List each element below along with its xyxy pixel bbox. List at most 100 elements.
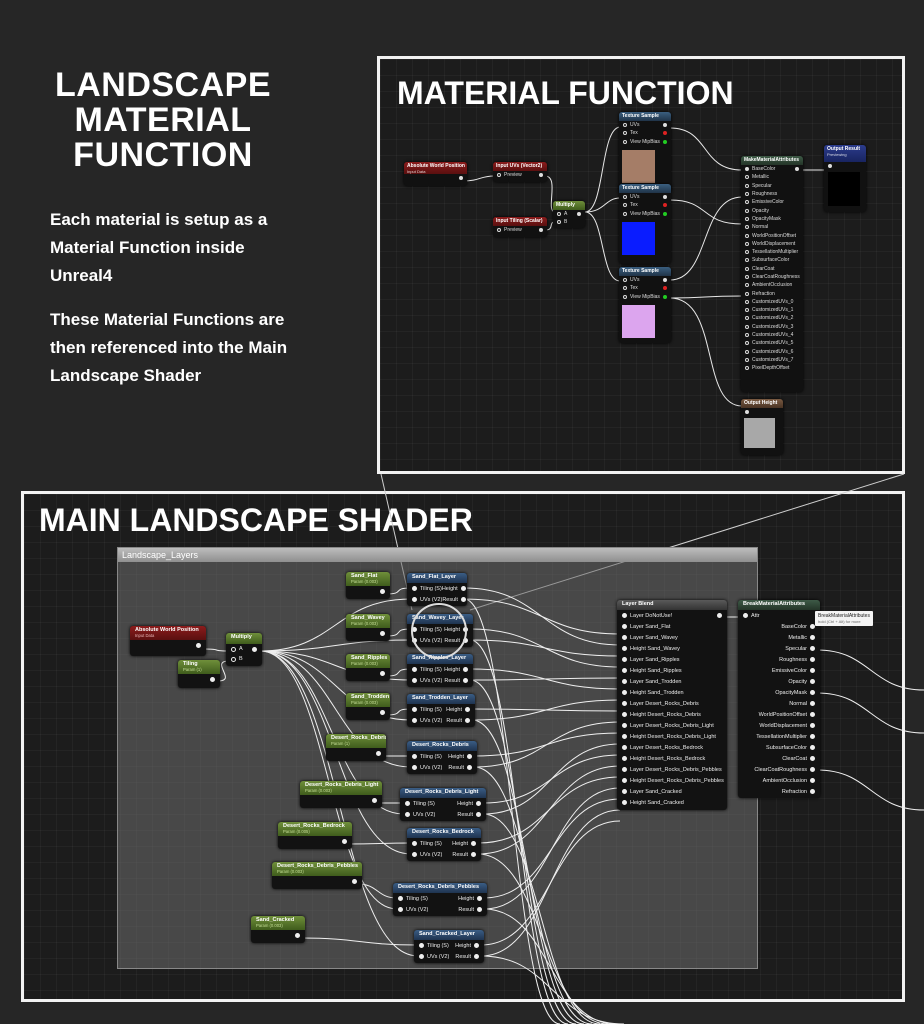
output-pin[interactable]: [810, 701, 815, 706]
output-pin[interactable]: [380, 670, 385, 676]
input-pin[interactable]: [622, 800, 627, 805]
mf-input-tiling-node[interactable]: Input Tiling (Scalar) Preview: [493, 217, 547, 237]
output-pin[interactable]: [342, 838, 347, 844]
input-pin[interactable]: [412, 707, 417, 712]
output-pin[interactable]: [465, 718, 470, 723]
output-pin[interactable]: [474, 943, 479, 948]
input-pin[interactable]: [622, 635, 627, 640]
input-pin[interactable]: [419, 943, 424, 948]
input-pin[interactable]: [412, 754, 417, 759]
input-pin[interactable]: [623, 123, 627, 128]
input-pin[interactable]: [745, 175, 749, 180]
input-pin[interactable]: [622, 712, 627, 717]
output-pin[interactable]: [810, 723, 815, 728]
input-pin[interactable]: [622, 668, 627, 673]
input-pin[interactable]: [745, 241, 749, 246]
output-pin[interactable]: [474, 954, 479, 959]
output-pin[interactable]: [465, 707, 470, 712]
input-pin[interactable]: [745, 283, 749, 288]
input-pin-b[interactable]: [231, 656, 236, 662]
input-pin[interactable]: [412, 841, 417, 846]
mf-texture-sample-3-node[interactable]: Texture Sample UVs Tex View MipBias: [619, 267, 671, 343]
output-pin[interactable]: [295, 932, 300, 938]
input-pin[interactable]: [745, 291, 749, 296]
output-pin[interactable]: [810, 756, 815, 761]
input-pin[interactable]: [745, 349, 749, 354]
input-pin[interactable]: [623, 211, 627, 216]
input-pin[interactable]: [745, 275, 749, 279]
output-pin[interactable]: [539, 228, 543, 233]
output-pin[interactable]: [460, 586, 466, 591]
mf-texture-sample-1-node[interactable]: Texture Sample UVs Tex View MipBias: [619, 112, 671, 192]
input-pin[interactable]: [745, 324, 749, 329]
input-pin[interactable]: [623, 131, 627, 136]
input-pin[interactable]: [745, 266, 749, 271]
output-pin[interactable]: [376, 750, 381, 756]
input-pin[interactable]: [745, 258, 749, 263]
input-pin[interactable]: [622, 657, 627, 662]
output-pin[interactable]: [810, 712, 815, 717]
input-pin[interactable]: [497, 228, 501, 233]
attr-input-pin[interactable]: [743, 613, 748, 618]
output-pin[interactable]: [467, 754, 472, 759]
output-pin[interactable]: [196, 643, 201, 648]
input-pin[interactable]: [828, 164, 832, 169]
input-pin[interactable]: [745, 299, 749, 304]
input-pin[interactable]: [405, 812, 410, 817]
input-pin[interactable]: [745, 216, 749, 221]
input-pin[interactable]: [622, 701, 627, 706]
output-pin[interactable]: [663, 211, 667, 216]
output-pin[interactable]: [810, 778, 815, 783]
output-pin[interactable]: [810, 624, 815, 629]
input-pin[interactable]: [623, 195, 627, 200]
output-pin[interactable]: [460, 597, 466, 602]
input-pin[interactable]: [398, 907, 403, 912]
output-pin[interactable]: [810, 745, 815, 750]
input-pin[interactable]: [405, 801, 410, 806]
output-pin[interactable]: [467, 765, 472, 770]
input-pin[interactable]: [622, 690, 627, 695]
output-pin[interactable]: [463, 638, 468, 643]
input-pin[interactable]: [412, 852, 417, 857]
input-pin[interactable]: [745, 333, 749, 338]
main-layer-blend-node[interactable]: Layer Blend Layer DoNotUse!Layer Sand_Fl…: [617, 600, 727, 810]
output-pin[interactable]: [210, 677, 215, 682]
input-pin[interactable]: [622, 734, 627, 739]
output-pin[interactable]: [663, 203, 667, 208]
input-pin[interactable]: [745, 357, 749, 362]
input-pin[interactable]: [419, 954, 424, 959]
output-pin[interactable]: [810, 734, 815, 739]
input-pin[interactable]: [622, 745, 627, 750]
input-pin[interactable]: [745, 341, 749, 346]
input-pin[interactable]: [412, 765, 417, 770]
input-pin[interactable]: [745, 192, 749, 197]
output-pin[interactable]: [252, 646, 257, 652]
output-pin[interactable]: [471, 841, 476, 846]
main-multiply-node[interactable]: Multiply A B: [226, 633, 262, 666]
input-pin[interactable]: [622, 767, 627, 772]
input-pin[interactable]: [745, 233, 749, 238]
input-pin[interactable]: [623, 139, 627, 144]
input-pin[interactable]: [622, 789, 627, 794]
output-pin[interactable]: [663, 294, 667, 299]
mf-multiply-node[interactable]: Multiply A B: [553, 201, 585, 228]
output-pin[interactable]: [380, 630, 385, 636]
mf-input-uvs-node[interactable]: Input UVs (Vector2) Preview: [493, 162, 547, 182]
input-pin[interactable]: [745, 250, 749, 255]
input-pin[interactable]: [622, 756, 627, 761]
